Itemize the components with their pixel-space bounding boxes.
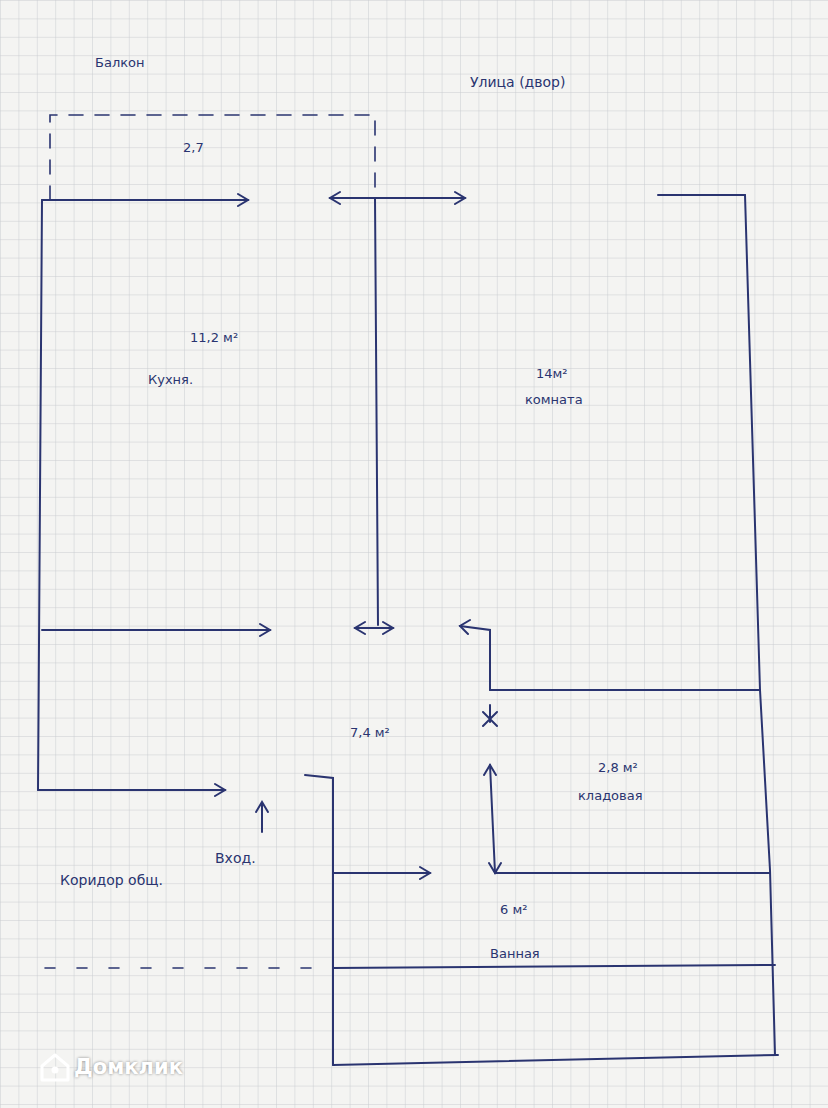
street-label: Улица (двор) (470, 74, 565, 92)
room-text: комната (525, 392, 583, 408)
living-room: 14м² комната (378, 195, 745, 690)
hall-room: 7,4 м² (40, 632, 488, 788)
walls (38, 115, 778, 1065)
entrance-label: Вход. (215, 850, 256, 868)
room-heading: 7,4 м² (350, 725, 390, 741)
room-heading: Балкон (95, 55, 145, 71)
room-heading: 2,8 м² (598, 760, 638, 776)
watermark-text: Домклик (74, 1054, 183, 1080)
kitchen-room: 11,2 м² Кухня. (42, 200, 375, 630)
room-text: кладовая (578, 788, 643, 804)
corridor-label: Коридор общ. (60, 872, 170, 890)
room-text: Кухня. (148, 372, 193, 388)
room-text: 2,7 (183, 140, 204, 156)
watermark-icon (42, 1055, 68, 1080)
room-heading: 14м² (536, 366, 568, 382)
pantry-room: 2,8 м² кладовая (492, 692, 760, 872)
room-heading: 11,2 м² (190, 330, 238, 346)
room-text: Ванная (490, 946, 540, 962)
room-heading: 6 м² (500, 902, 527, 918)
balcony-room: Балкон 2,7 (50, 50, 375, 200)
bathroom-room: 6 м² Ванная (335, 875, 775, 1063)
